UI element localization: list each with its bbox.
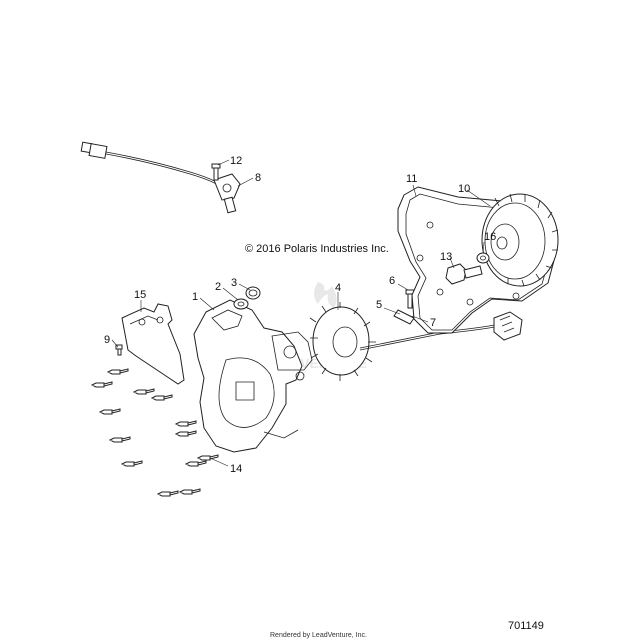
seal-ring — [233, 286, 261, 310]
bolt-icon — [211, 163, 221, 181]
callout-14: 14 — [230, 463, 242, 475]
callout-11: 11 — [406, 173, 417, 185]
flywheel-icon — [481, 193, 559, 287]
callout-1: 1 — [192, 291, 198, 303]
callout-7: 7 — [430, 317, 436, 329]
callout-13: 13 — [440, 251, 452, 263]
callout-4: 4 — [335, 282, 341, 294]
callout-2: 2 — [215, 281, 221, 293]
engine-case — [193, 299, 313, 453]
callout-8: 8 — [255, 172, 261, 184]
diagram-id: 701149 — [508, 620, 544, 632]
callout-15: 15 — [134, 289, 146, 301]
callout-5: 5 — [376, 299, 382, 311]
flywheel-bolt — [445, 252, 490, 285]
callout-6: 6 — [389, 275, 395, 287]
sensor-icon — [80, 141, 241, 214]
callout-16: 16 — [484, 231, 496, 243]
bolt-set — [90, 368, 219, 497]
callout-12: 12 — [230, 155, 242, 167]
connector — [493, 311, 523, 341]
callout-9: 9 — [104, 334, 110, 346]
bracket-icon — [115, 303, 185, 385]
leader-lines — [111, 159, 491, 467]
copyright-notice: © 2016 Polaris Industries Inc. — [245, 243, 389, 255]
callout-labels: 1 2 3 4 5 6 7 8 9 10 11 12 13 14 15 16 — [104, 155, 496, 475]
callout-10: 10 — [458, 183, 470, 195]
callout-3: 3 — [231, 277, 237, 289]
rendered-by-credit: Rendered by LeadVenture, Inc. — [270, 632, 367, 639]
